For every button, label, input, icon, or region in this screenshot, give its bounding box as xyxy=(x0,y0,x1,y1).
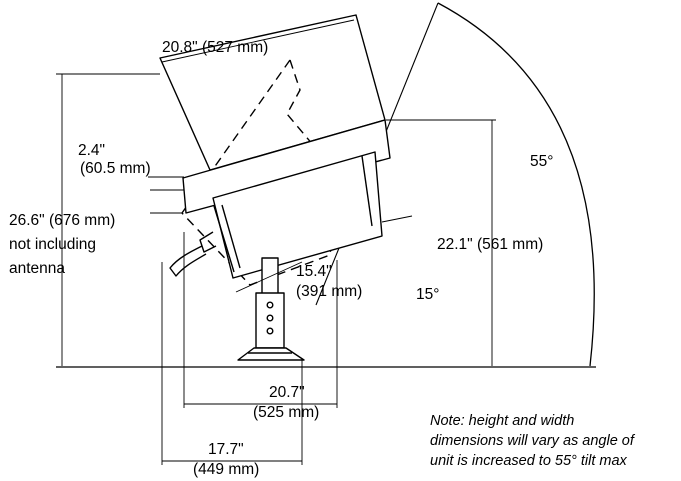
top-width-dim xyxy=(161,19,355,63)
top-width-label: 20.8" (527 mm) xyxy=(162,39,269,56)
tilt-arc xyxy=(437,2,595,367)
mast-base xyxy=(237,347,305,361)
overall-height-note-1: not including xyxy=(9,236,97,253)
tilt-min-label: 15° xyxy=(416,286,440,303)
footprint-imperial-label: 17.7" xyxy=(208,441,244,458)
unit-body xyxy=(212,151,383,279)
cable xyxy=(169,245,207,277)
note-line-2: dimensions will vary as angle of xyxy=(430,433,634,449)
right-height-label: 22.1" (561 mm) xyxy=(437,236,544,253)
mast-hole-2 xyxy=(266,314,274,322)
offset-imperial-label: 2.4" xyxy=(78,142,106,159)
depth-imperial-label: 15.4" xyxy=(296,263,332,280)
mast-hole-1 xyxy=(266,301,274,309)
lid-plate xyxy=(182,119,391,214)
footprint-metric-label: (449 mm) xyxy=(193,461,260,478)
tilt15-ext xyxy=(381,215,413,223)
body-inner-line-left xyxy=(213,205,235,273)
body-inner-line-right xyxy=(361,155,373,227)
mast-hole-3 xyxy=(266,327,274,335)
base-width-metric-label: (525 mm) xyxy=(253,404,320,421)
note-line-1: Note: height and width xyxy=(430,413,575,429)
overall-height-note-2: antenna xyxy=(9,260,66,277)
offset-metric-label: (60.5 mm) xyxy=(80,160,151,177)
body-inner-line-mid xyxy=(221,204,241,269)
overall-height-label: 26.6" (676 mm) xyxy=(9,212,116,229)
tilt-max-label: 55° xyxy=(530,153,554,170)
depth-metric-label: (391 mm) xyxy=(296,283,363,300)
base-width-imperial-label: 20.7" xyxy=(269,384,305,401)
depth-dim xyxy=(235,261,303,293)
note-line-3: unit is increased to 55° tilt max xyxy=(430,453,627,469)
